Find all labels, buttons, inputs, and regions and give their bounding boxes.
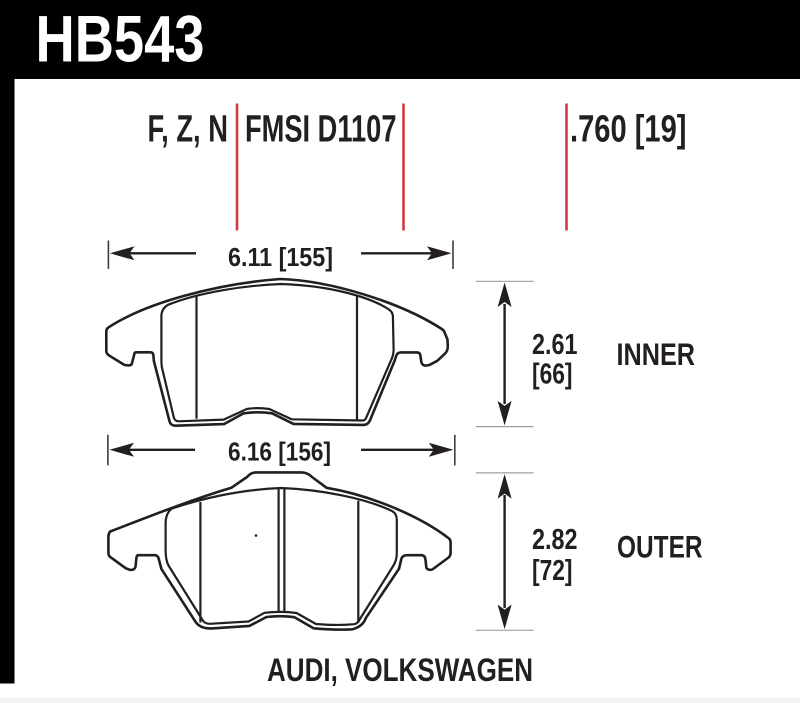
svg-text:6.11 [155]: 6.11 [155] (228, 242, 333, 272)
svg-text:OUTER: OUTER (617, 528, 703, 564)
svg-text:.760 [19]: .760 [19] (570, 109, 687, 151)
svg-text:FMSI D1107: FMSI D1107 (245, 109, 397, 151)
svg-text:[72]: [72] (532, 555, 573, 587)
svg-text:F, Z, N: F, Z, N (148, 109, 229, 151)
svg-text:INNER: INNER (617, 336, 696, 372)
svg-text:[66]: [66] (532, 359, 573, 391)
svg-text:2.82: 2.82 (532, 524, 578, 556)
svg-text:6.16 [156]: 6.16 [156] (228, 437, 331, 467)
svg-text:HB543: HB543 (36, 2, 205, 76)
svg-text:AUDI, VOLKSWAGEN: AUDI, VOLKSWAGEN (267, 652, 533, 688)
svg-text:2.61: 2.61 (532, 329, 578, 361)
